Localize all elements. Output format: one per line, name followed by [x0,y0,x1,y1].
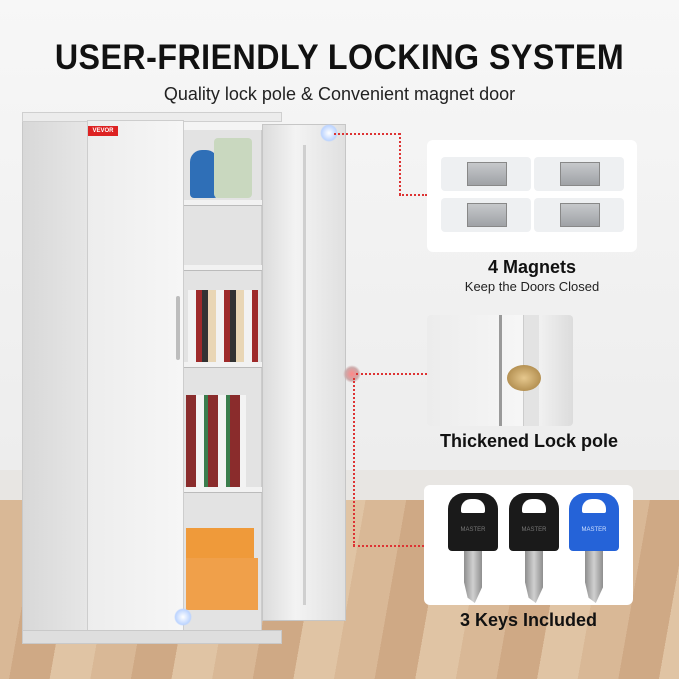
callout-line [399,194,427,196]
black-key-icon: MASTER [448,493,498,603]
cabinet-base [22,630,282,644]
page-title: USER-FRIENDLY LOCKING SYSTEM [54,38,625,77]
brand-logo: VEVOR [88,126,118,136]
shelf [184,200,262,206]
storage-box [186,528,254,558]
callout-line [353,545,424,547]
cabinet-side [22,118,88,642]
callout-line [334,133,400,135]
page-subtitle: Quality lock pole & Convenient magnet do… [163,84,516,104]
blue-key-icon: MASTER [569,493,619,603]
magnet-highlight [174,608,192,626]
magnet-image [534,198,624,232]
feature-title: Thickened Lock pole [439,431,619,451]
callout-line [399,133,401,195]
magnet-image [441,157,531,191]
callout-line [356,373,427,375]
callout-line [353,378,355,546]
shelf [184,265,262,271]
shelf [184,487,262,493]
feature-title: 3 Keys Included [459,610,598,630]
shelf [184,362,262,368]
cabinet-right-door-open [262,124,346,621]
lock-pole-panel [427,315,573,426]
black-key-icon: MASTER [509,493,559,603]
binders [186,395,246,487]
magnet-image [534,157,624,191]
storage-box [186,558,258,610]
books [188,290,258,362]
cabinet-left-door [87,120,184,640]
feature-title: 4 Magnets [487,257,577,277]
magnet-image [441,198,531,232]
magnet-highlight [320,124,338,142]
lock-cam-icon [507,365,541,391]
lock-pole [499,315,502,426]
door-handle [176,296,180,360]
magnets-panel [427,140,637,252]
vase [214,138,252,198]
vase [190,150,218,198]
keys-panel: MASTER MASTER MASTER [424,485,633,605]
feature-subtitle: Keep the Doors Closed [464,279,600,294]
lock-highlight [343,365,361,383]
